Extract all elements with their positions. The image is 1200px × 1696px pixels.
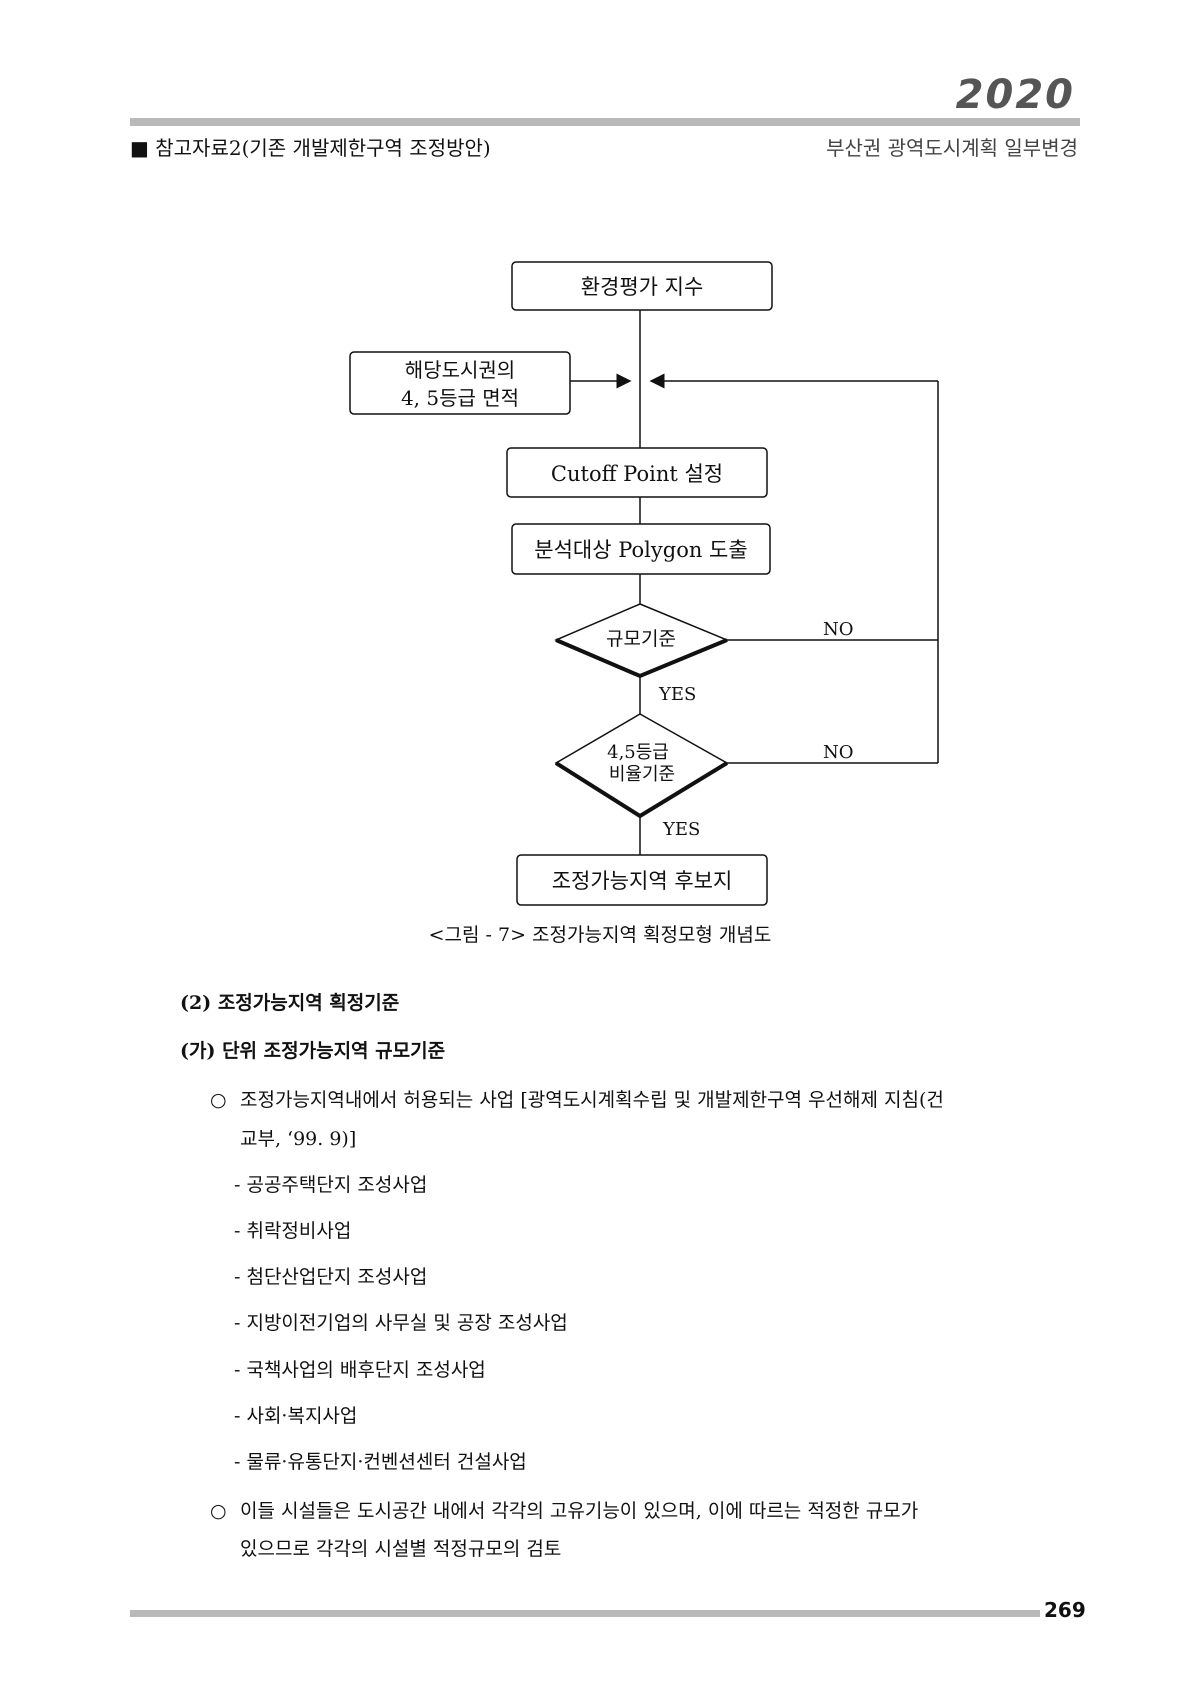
list-item: - 국책사업의 배후단지 조성사업	[234, 1359, 486, 1381]
bullet-1-line1: 조정가능지역내에서 허용되는 사업 [광역도시계획수립 및 개발제한구역 우선해…	[240, 1089, 944, 1111]
list-item: - 취락정비사업	[234, 1220, 352, 1242]
header-rule	[130, 118, 1080, 126]
label-yes-ratio: YES	[662, 819, 700, 840]
box-env-index-label: 환경평가 지수	[581, 275, 704, 299]
header-year: 2020	[955, 72, 1075, 118]
box-polygon-label: 분석대상 Polygon 도출	[534, 538, 747, 562]
bullet-paragraph-2: ○ 이들 시설들은 도시공간 내에서 각각의 고유기능이 있으며, 이에 따르는 …	[210, 1496, 918, 1523]
header-section-title: ■ 참고자료2(기존 개발제한구역 조정방안)	[130, 136, 491, 160]
diamond-ratio-line1: 4,5등급	[607, 742, 669, 763]
bullet-1-line2: 교부, ‘99. 9)]	[240, 1128, 357, 1150]
box-polygon	[511, 523, 771, 575]
bullet-mark: ○	[210, 1500, 227, 1522]
box-grade-area-line2: 4, 5등급 면적	[401, 386, 519, 410]
bullet-2-line2: 있으므로 각각의 시설별 적정규모의 검토	[240, 1538, 562, 1560]
list-item: - 사회·복지사업	[234, 1405, 358, 1427]
box-env-index	[511, 261, 773, 311]
footer-rule	[130, 1610, 1040, 1617]
bullet-mark: ○	[210, 1089, 227, 1111]
header-document-title: 부산권 광역도시계획 일부변경	[826, 136, 1078, 160]
list-item: - 공공주택단지 조성사업	[234, 1174, 428, 1196]
list-item: - 물류·유통단지·컨벤션센터 건설사업	[234, 1451, 527, 1473]
box-candidate	[516, 854, 768, 906]
label-yes-scale: YES	[658, 684, 696, 705]
section-heading: (2) 조정가능지역 획정기준	[180, 992, 400, 1014]
bullet-2-line1: 이들 시설들은 도시공간 내에서 각각의 고유기능이 있으며, 이에 따르는 적…	[240, 1500, 919, 1522]
box-candidate-label: 조정가능지역 후보지	[552, 869, 733, 893]
box-cutoff-label: Cutoff Point 설정	[551, 462, 723, 486]
page-number: 269	[1044, 1598, 1086, 1622]
bullet-paragraph-1: ○ 조정가능지역내에서 허용되는 사업 [광역도시계획수립 및 개발제한구역 우선…	[210, 1085, 944, 1112]
diamond-scale-label: 규모기준	[606, 628, 676, 650]
diamond-ratio-line2: 비율기준	[609, 764, 675, 785]
diamond-scale-shadow	[555, 638, 728, 679]
figure-caption: <그림 - 7> 조정가능지역 획정모형 개념도	[428, 924, 772, 946]
list-item: - 지방이전기업의 사무실 및 공장 조성사업	[234, 1312, 568, 1334]
box-grade-area	[349, 351, 571, 415]
flowchart-diagram: 환경평가 지수 해당도시권의 4, 5등급 면적 Cutoff Point 설정…	[349, 261, 939, 906]
list-item: - 첨단산업단지 조성사업	[234, 1266, 428, 1288]
diamond-ratio-shadow	[554, 761, 729, 819]
box-grade-area-line1: 해당도시권의	[405, 358, 515, 382]
label-no-scale: NO	[823, 619, 854, 640]
box-cutoff	[506, 447, 768, 498]
label-no-ratio: NO	[823, 742, 854, 763]
subsection-heading: (가) 단위 조정가능지역 규모기준	[180, 1040, 446, 1062]
